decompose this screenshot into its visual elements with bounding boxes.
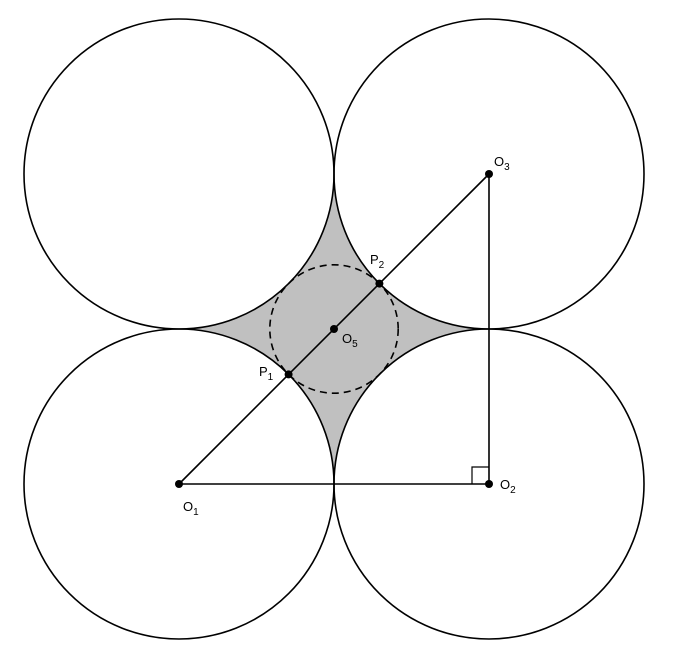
- point-o3: [485, 170, 493, 178]
- label-p1: P1: [259, 364, 274, 383]
- label-o1: O1: [183, 499, 199, 518]
- label-o2: O2: [500, 477, 516, 496]
- point-o5: [330, 325, 338, 333]
- circle-top-left: [23, 18, 335, 330]
- right-angle-marker: [471, 466, 489, 484]
- point-p2: [375, 279, 384, 288]
- label-p2: P2: [370, 252, 385, 271]
- label-o3: O3: [494, 154, 510, 173]
- point-o1: [175, 480, 183, 488]
- inscribed-circle-o5: [268, 263, 399, 394]
- point-p1: [284, 370, 293, 379]
- label-o5: O5: [342, 331, 358, 350]
- point-o2: [485, 480, 493, 488]
